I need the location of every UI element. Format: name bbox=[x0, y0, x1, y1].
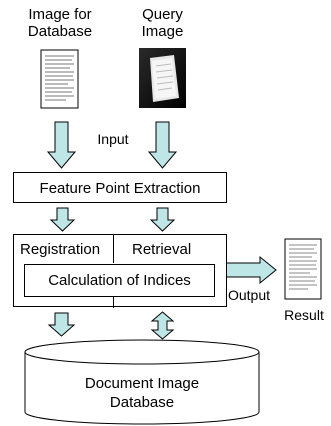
bidirectional-arrow-icon bbox=[150, 311, 175, 340]
database-label-line2: Database bbox=[109, 394, 175, 411]
right-arrow-icon bbox=[221, 255, 277, 285]
image-for-database-label: Image for Database bbox=[27, 6, 93, 40]
result-label: Result bbox=[284, 307, 324, 323]
database-document-thumbnail bbox=[40, 49, 79, 109]
retrieval-label: Retrieval bbox=[132, 241, 192, 258]
down-arrow-icon bbox=[49, 207, 76, 232]
input-label: Input bbox=[97, 131, 129, 147]
calculation-of-indices-box: Calculation of Indices bbox=[24, 264, 215, 297]
database-cylinder bbox=[24, 339, 260, 425]
down-arrow-icon bbox=[46, 121, 77, 169]
registration-retrieval-divider-lower bbox=[113, 297, 114, 308]
feature-point-extraction-box: Feature Point Extraction bbox=[13, 172, 227, 203]
query-image-label: Query Image bbox=[141, 6, 184, 40]
database-label: Document Image Database bbox=[25, 374, 259, 412]
feature-point-extraction-label: Feature Point Extraction bbox=[39, 180, 201, 197]
down-arrow-icon bbox=[147, 121, 178, 169]
output-label: Output bbox=[227, 287, 271, 303]
registration-label: Registration bbox=[20, 241, 101, 258]
registration-retrieval-box: Registration Retrieval Calculation of In… bbox=[13, 234, 227, 308]
database-label-line1: Document Image bbox=[84, 375, 200, 392]
calculation-of-indices-label: Calculation of Indices bbox=[48, 272, 191, 289]
query-photo-thumbnail bbox=[139, 48, 186, 108]
down-arrow-icon bbox=[149, 207, 176, 232]
result-document-thumbnail bbox=[284, 238, 322, 300]
down-arrow-icon bbox=[47, 312, 76, 337]
registration-retrieval-divider bbox=[113, 235, 114, 263]
